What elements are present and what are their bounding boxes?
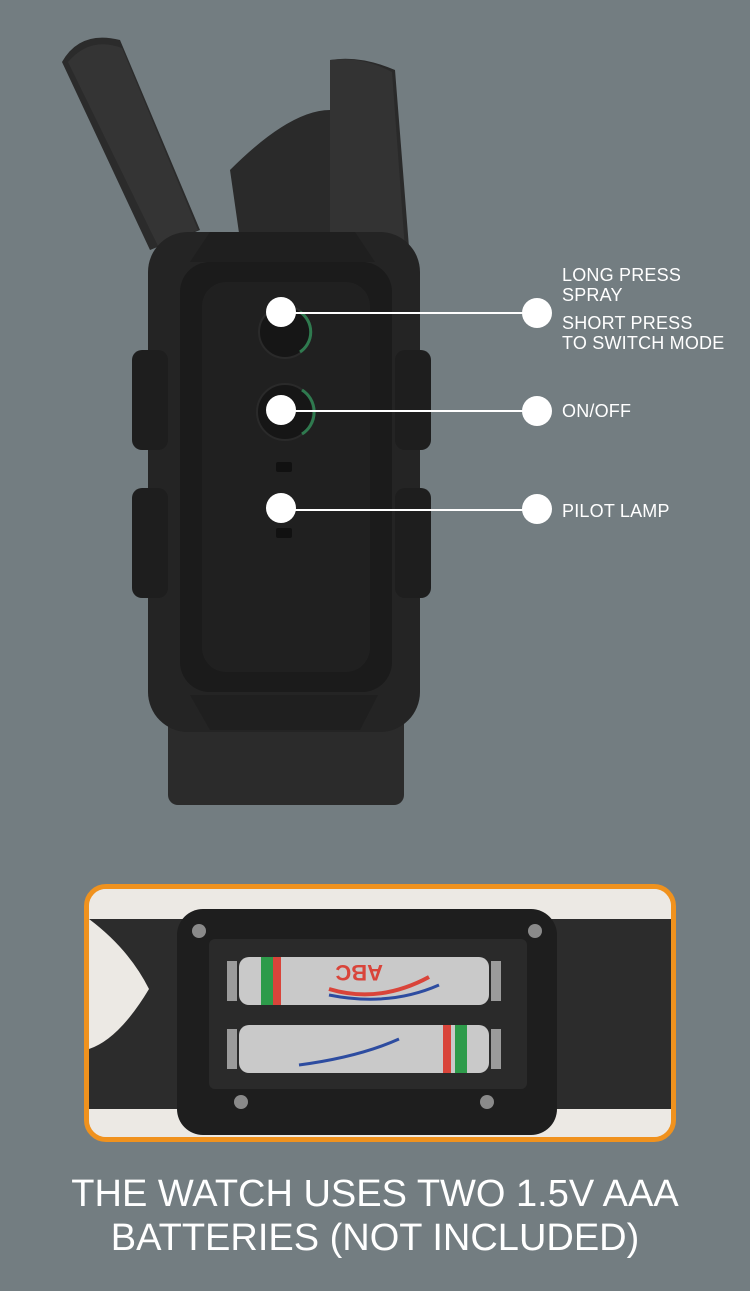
spray-callout-dot	[522, 298, 552, 328]
battery-brand-label: ABC	[335, 960, 383, 985]
battery-compartment-photo: ABC	[84, 884, 676, 1142]
battery-compartment-drawing: ABC	[89, 889, 671, 1137]
power-callout-dot	[522, 396, 552, 426]
label-long-press: LONG PRESS	[562, 265, 682, 285]
label-spray: SPRAY	[562, 285, 623, 305]
battery-caption: THE WATCH USES TWO 1.5V AAA BATTERIES (N…	[0, 1172, 750, 1260]
caption-line-2: BATTERIES (NOT INCLUDED)	[110, 1217, 640, 1259]
label-switch-mode: TO SWITCH MODE	[562, 333, 725, 353]
power-callout-line	[281, 410, 537, 412]
label-pilot-lamp: PILOT LAMP	[562, 501, 670, 521]
label-short-press: SHORT PRESS	[562, 313, 693, 333]
label-on-off: ON/OFF	[562, 401, 632, 421]
pilot-lamp-callout-line	[281, 509, 537, 511]
spray-callout-line	[281, 312, 537, 314]
pilot-lamp-marker	[266, 493, 296, 523]
device-photo	[62, 37, 431, 805]
caption-line-1: THE WATCH USES TWO 1.5V AAA	[71, 1173, 679, 1215]
pilot-lamp-callout-dot	[522, 494, 552, 524]
